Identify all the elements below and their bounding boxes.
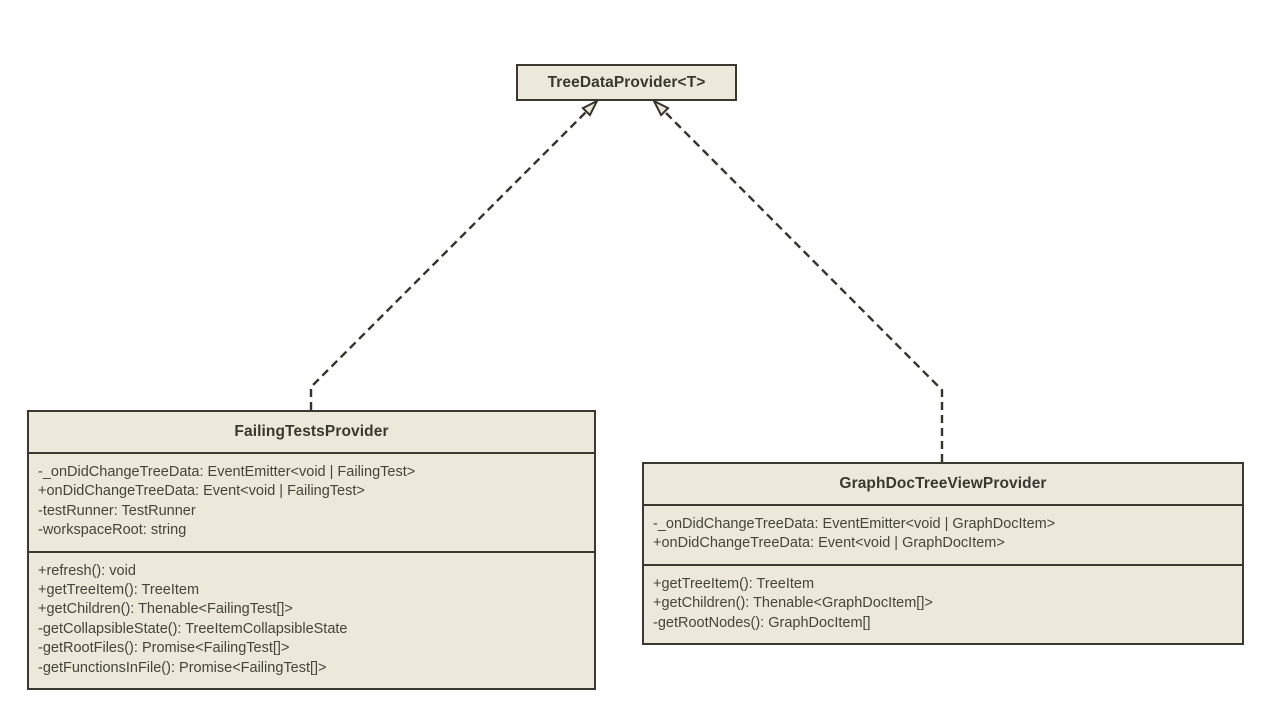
member-line: -_onDidChangeTreeData: EventEmitter<void… [653, 516, 1056, 532]
methods-section: +refresh(): void +getTreeItem(): TreeItem… [29, 553, 594, 688]
interface-name: TreeDataProvider<T> [547, 73, 706, 91]
member-line: +getTreeItem(): TreeItem [38, 582, 200, 599]
attributes-section: -_onDidChangeTreeData: EventEmitter<void… [644, 506, 1242, 566]
member-line: +onDidChangeTreeData: Event<void | Graph… [653, 535, 1005, 552]
member-line: -getRootNodes(): GraphDocItem[] [653, 614, 871, 631]
member-line: +refresh(): void [38, 562, 136, 579]
member-line: -_onDidChangeTreeData: EventEmitter<void… [38, 464, 416, 480]
member-line: +getChildren(): Thenable<FailingTest[]> [38, 601, 293, 618]
hollow-triangle-arrow-icon [581, 98, 600, 117]
class-node-graphdoctreeviewprovider: GraphDocTreeViewProvider -_onDidChangeTr… [642, 462, 1244, 646]
member-line: -getFunctionsInFile(): Promise<FailingTe… [38, 659, 327, 676]
class-name: GraphDocTreeViewProvider [644, 464, 1242, 506]
member-line: +onDidChangeTreeData: Event<void | Faili… [38, 483, 365, 500]
member-line: -testRunner: TestRunner [38, 502, 196, 519]
member-line: -workspaceRoot: string [38, 522, 187, 539]
implements-connector-graphdoctreeviewprovider [651, 98, 944, 462]
attributes-section: -_onDidChangeTreeData: EventEmitter<void… [29, 454, 594, 553]
member-line: -getCollapsibleState(): TreeItemCollapsi… [38, 620, 348, 637]
member-line: +getTreeItem(): TreeItem [653, 575, 815, 592]
member-line: +getChildren(): Thenable<GraphDocItem[]> [653, 595, 933, 612]
hollow-triangle-arrow-icon [651, 98, 670, 117]
class-name: FailingTestsProvider [29, 412, 594, 454]
methods-section: +getTreeItem(): TreeItem +getChildren(): … [644, 566, 1242, 643]
interface-node-treedataprovider: TreeDataProvider<T> [516, 64, 737, 101]
implements-connector-failingtestsprovider [309, 98, 600, 410]
member-line: -getRootFiles(): Promise<FailingTest[]> [38, 640, 290, 657]
class-node-failingtestsprovider: FailingTestsProvider -_onDidChangeTreeDa… [27, 410, 596, 691]
